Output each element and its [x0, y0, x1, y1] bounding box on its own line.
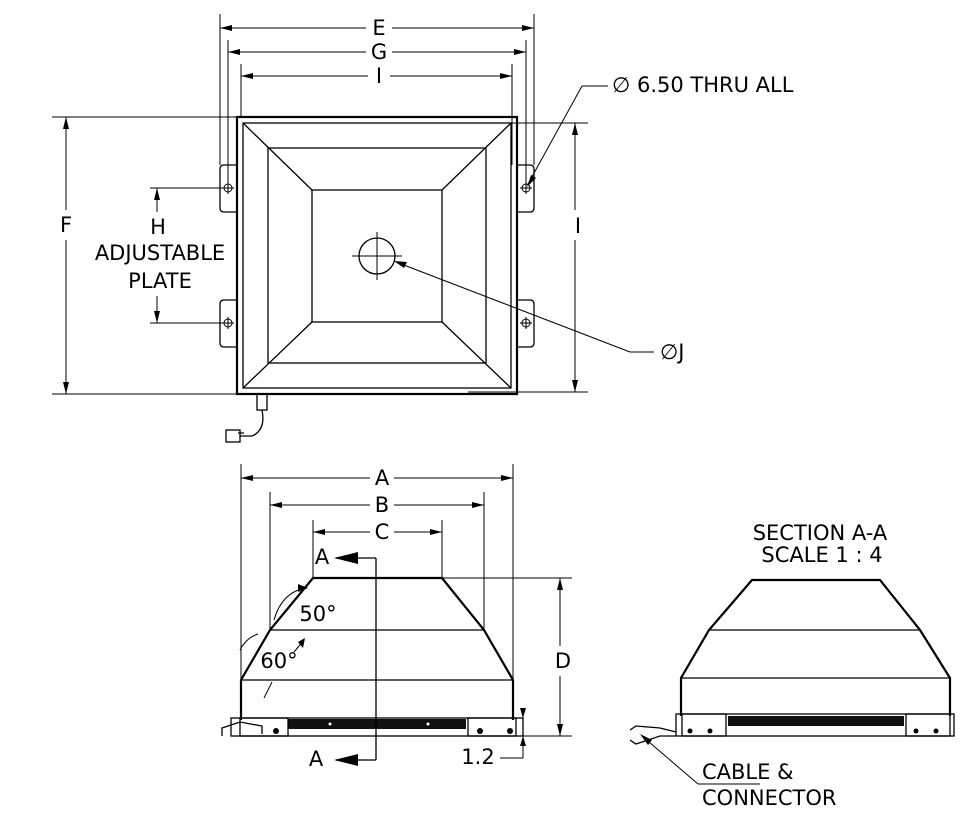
dim-i-side: [468, 122, 588, 393]
top-view-inner-square: [311, 189, 443, 323]
top-view-cable: [225, 393, 268, 443]
dim-c: [312, 520, 443, 578]
angle-60-label: 60°: [260, 649, 297, 673]
section-a-bottom-label: A: [309, 747, 324, 771]
dim-d-label: D: [555, 649, 571, 673]
top-view-inner-frame: [242, 122, 512, 389]
section-a-top-label: A: [315, 545, 330, 569]
front-view-bolt-3: [507, 728, 513, 734]
dim-1-2: [500, 708, 526, 759]
front-view: [221, 576, 524, 737]
front-view-bolt-1: [273, 728, 279, 734]
front-view-bolt-2: [477, 728, 483, 734]
dia-j-label: ∅J: [660, 340, 685, 364]
cable-label-line2: CONNECTOR: [702, 786, 837, 810]
dim-g-label: G: [371, 40, 387, 64]
section-line: [334, 552, 377, 766]
dim-b-label: B: [375, 493, 389, 517]
adjustable-plate-line2: PLATE: [128, 269, 192, 293]
dim-i-side-label: I: [575, 214, 581, 238]
section-view: [629, 578, 955, 745]
dim-h: [150, 187, 228, 324]
dim-i-top: [240, 64, 513, 165]
dia-j-leader: [394, 261, 654, 353]
angle-50-label: 50°: [299, 602, 336, 626]
dim-1-2-label: 1.2: [461, 745, 494, 769]
dim-d: [442, 577, 572, 737]
hole-callout-label: ∅ 6.50 THRU ALL: [612, 73, 794, 97]
dim-g: [227, 40, 527, 183]
angle-50-arc: [273, 584, 308, 621]
dim-f-label: F: [60, 213, 72, 237]
front-view-left-bracket: [239, 717, 289, 737]
front-view-connector: [221, 721, 263, 736]
front-view-right-bracket: [467, 717, 517, 737]
front-view-dot-1: [328, 722, 332, 726]
center-hole-j: [352, 232, 402, 280]
dim-f: [52, 116, 237, 395]
dim-i-top-label: I: [376, 64, 382, 88]
dim-e: [219, 14, 535, 165]
cable-leader: [640, 734, 760, 785]
dim-b: [269, 492, 485, 630]
adjustable-plate-line1: ADJUSTABLE: [95, 241, 225, 265]
dim-h-label: H: [150, 215, 166, 239]
front-view-body: [239, 576, 515, 720]
front-view-dot-2: [426, 722, 430, 726]
top-view: [219, 115, 535, 443]
section-scale: SCALE 1 : 4: [761, 543, 882, 567]
dim-a-label: A: [375, 466, 390, 490]
dim-c-label: C: [375, 520, 390, 544]
front-view-channel: [288, 719, 466, 729]
hole-callout-leader: [527, 85, 608, 187]
top-view-diagonals: [242, 122, 512, 389]
dim-e-label: E: [372, 16, 385, 40]
section-title: SECTION A-A: [753, 521, 888, 545]
top-view-middle-square: [267, 147, 487, 364]
top-view-outer-frame: [235, 115, 519, 396]
angle-60-arc: [239, 633, 305, 699]
cable-label-line1: CABLE &: [702, 760, 793, 784]
dim-a: [240, 464, 514, 680]
